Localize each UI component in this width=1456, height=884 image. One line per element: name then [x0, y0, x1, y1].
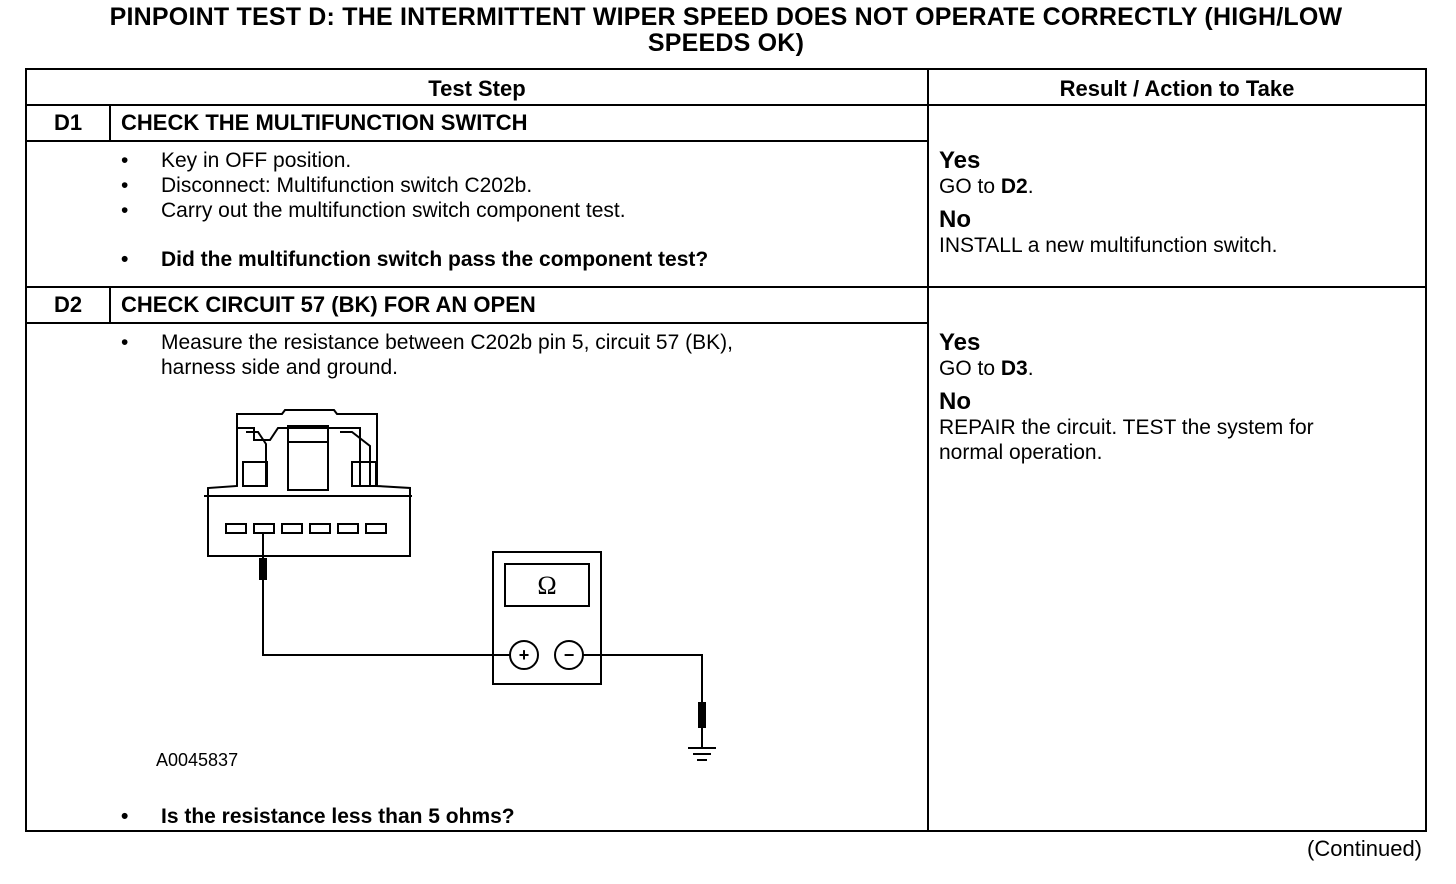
row-divider — [27, 286, 1425, 288]
connector-c202b — [204, 409, 412, 557]
test-lead-negative — [583, 654, 716, 761]
pinpoint-test-table: Test Step Result / Action to Take D1 CHE… — [25, 68, 1427, 832]
ohm-symbol-icon: Ω — [537, 571, 556, 600]
step-d1-instructions: •Key in OFF position. •Disconnect: Multi… — [119, 148, 919, 272]
step-heading-d2: CHECK CIRCUIT 57 (BK) FOR AN OPEN — [121, 292, 536, 317]
yes-action: GO to D2. — [939, 175, 1034, 198]
header-divider — [27, 104, 1425, 106]
step-id-divider — [109, 288, 111, 324]
list-item: •Measure the resistance between C202b pi… — [121, 331, 733, 379]
list-item: •Disconnect: Multifunction switch C202b. — [121, 174, 533, 197]
header-result-action: Result / Action to Take — [1059, 76, 1295, 101]
test-lead-positive — [259, 534, 510, 656]
no-label: No — [939, 388, 971, 415]
step-id-divider — [109, 106, 111, 142]
ohmmeter: Ω + − — [492, 551, 602, 685]
no-action: INSTALL a new multifunction switch. — [939, 234, 1278, 257]
step-heading-d1: CHECK THE MULTIFUNCTION SWITCH — [121, 110, 528, 135]
yes-label: Yes — [939, 147, 981, 174]
step-id-d2: D2 — [53, 292, 83, 317]
step-d2-instructions: •Measure the resistance between C202b pi… — [119, 330, 919, 380]
list-item: •Did the multifunction switch pass the c… — [121, 248, 709, 271]
header-test-step: Test Step — [428, 76, 526, 101]
step-d2-question: •Is the resistance less than 5 ohms? — [119, 804, 919, 829]
figure-id: A0045837 — [156, 750, 239, 770]
page-title: PINPOINT TEST D: THE INTERMITTENT WIPER … — [109, 3, 1343, 57]
step-id-d1: D1 — [53, 110, 83, 135]
minus-terminal-icon: − — [564, 645, 575, 665]
yes-label: Yes — [939, 329, 981, 356]
plus-terminal-icon: + — [519, 645, 530, 665]
list-item: •Key in OFF position. — [121, 149, 352, 172]
list-item: •Is the resistance less than 5 ohms? — [121, 805, 515, 828]
yes-action: GO to D3. — [939, 357, 1034, 380]
step-d1-result: Yes GO to D2. No INSTALL a new multifunc… — [939, 142, 1419, 258]
column-divider — [927, 70, 929, 830]
list-item: •Carry out the multifunction switch comp… — [121, 199, 626, 222]
step-heading-divider — [27, 322, 927, 324]
step-heading-divider — [27, 140, 927, 142]
no-label: No — [939, 206, 971, 233]
continued-label: (Continued) — [1307, 836, 1422, 861]
step-d2-result: Yes GO to D3. No REPAIR the circuit. TES… — [939, 324, 1419, 465]
